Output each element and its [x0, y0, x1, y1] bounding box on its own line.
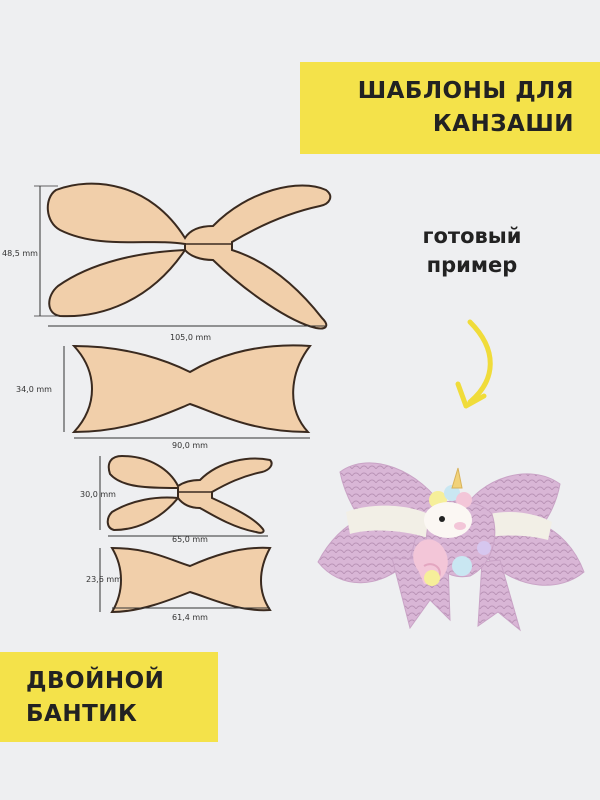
template-1-width-label: 105,0 mm	[170, 333, 211, 342]
subtitle-line-1: ДВОЙНОЙ	[26, 668, 165, 694]
template-3-height-label: 30,0 mm	[80, 490, 116, 499]
template-1-shape	[46, 182, 332, 330]
finished-bow-photo	[317, 462, 585, 632]
template-4-shape	[110, 546, 272, 614]
subtitle-line-2: БАНТИК	[26, 701, 138, 728]
title-line-1: ШАБЛОНЫ ДЛЯ	[357, 78, 574, 104]
template-4: 23,6 mm 61,4 mm	[86, 546, 272, 622]
example-caption-line-2: пример	[426, 253, 518, 278]
template-1: 48,5 mm 105,0 mm	[2, 182, 332, 342]
curved-arrow-icon	[455, 319, 493, 409]
example-caption-line-1: готовый	[422, 224, 522, 248]
example-caption: готовый пример	[372, 222, 572, 281]
subtitle-banner: ДВОЙНОЙ БАНТИК	[0, 652, 218, 742]
template-4-height-label: 23,6 mm	[86, 575, 122, 584]
title-banner: ШАБЛОНЫ ДЛЯ КАНЗАШИ	[300, 62, 600, 154]
template-2: 34,0 mm 90,0 mm	[16, 344, 312, 450]
template-3: 30,0 mm 65,0 mm	[80, 454, 273, 544]
template-2-shape	[71, 344, 312, 434]
template-3-shape	[106, 454, 273, 534]
template-1-height-label: 48,5 mm	[2, 249, 38, 258]
template-3-width-label: 65,0 mm	[172, 535, 208, 544]
template-4-width-label: 61,4 mm	[172, 613, 208, 622]
template-2-width-label: 90,0 mm	[172, 441, 208, 450]
title-line-2: КАНЗАШИ	[432, 111, 574, 138]
template-2-height-label: 34,0 mm	[16, 385, 52, 394]
